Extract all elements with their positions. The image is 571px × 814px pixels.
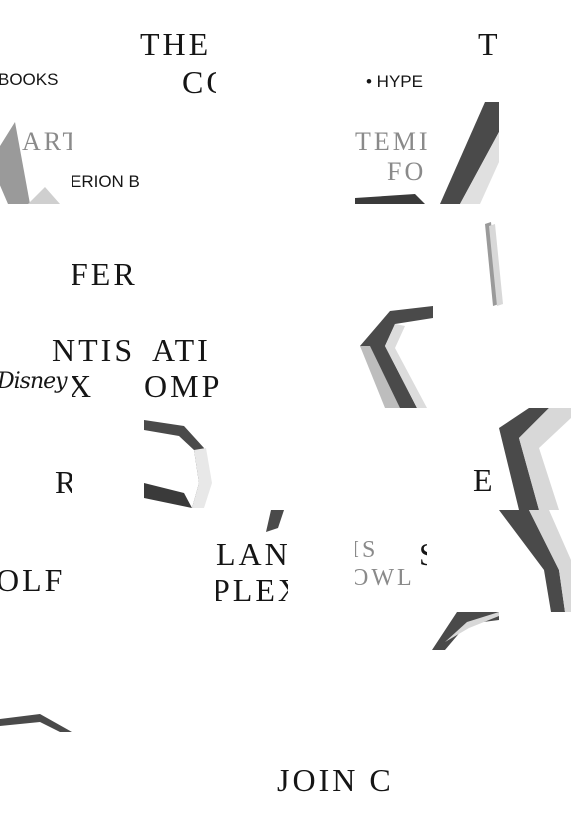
tile-ribbon-right [427,204,571,306]
tile-ribbon-right-low [499,510,571,612]
tile-hype: • HYPE [355,0,499,102]
title-fragment-ati: ATI [152,332,211,368]
tile-t: T [427,0,571,102]
title-fragment-omp: OMP [144,368,223,404]
title-fragment-t: T [478,26,501,62]
tile-e: E [427,408,499,510]
title-fragment-x: X [72,368,95,404]
ribbon-graphic [266,510,284,532]
title-fragment-ntis-left: N [52,332,72,368]
title-fragment-owl: OWL [355,565,415,591]
tile-the-co: THE CO [72,0,216,102]
title-fragment-e: E [473,462,496,498]
title-fragment-r: R [55,464,72,500]
publisher-fragment-hype: • HYPE [366,72,423,91]
ribbon-graphic [499,510,571,612]
tile-ribbon-mid [144,408,288,510]
title-fragment-co: CO [182,64,216,100]
tile-olf: OLF [0,510,72,612]
tile-ribbon-tail [427,612,499,714]
tile-disney: N Disney [0,306,72,408]
title-fragment-fo: FO [387,157,427,186]
publisher-fragment-erion-b: ERION B [72,172,140,191]
ribbon-graphic [485,222,503,306]
title-fragment-join-c: JOIN C [277,762,394,798]
title-fragment-olf: OLF [0,562,66,598]
title-fragment-fer: FER [72,256,138,292]
ribbon-graphic [355,102,499,204]
tile-ribbon-bottom-left [0,714,72,814]
tile-erion: ERION B [72,102,216,204]
tile-books: BOOKS [0,0,72,102]
title-fragment-plex: PLEX [216,572,288,608]
title-fragment-is: IS [355,537,379,563]
ribbon-graphic [360,306,433,408]
title-fragment-ntis: NTIS [72,332,136,368]
title-fragment-the: THE [140,26,212,62]
tile-r: R [0,408,72,510]
ribbon-graphic [0,714,72,732]
tile-temi-fo: TEMI FO [355,102,499,204]
title-fragment-temi: TEMI [355,127,431,156]
tile-ribbon-center [355,306,499,408]
ribbon-graphic [0,122,60,204]
tile-art-ribbon: ART [0,102,72,204]
title-fragment-s: S [419,538,427,570]
tile-lan-plex: LAN PLEX [216,510,288,612]
author-fragment-art: ART [22,127,72,156]
ribbon-graphic [432,612,499,650]
disney-logo: Disney [0,369,68,394]
tile-fer: FER [72,204,216,306]
tile-ati-omp: ATI OMP [144,306,288,408]
ribbon-graphic [144,420,212,508]
publisher-fragment-books: BOOKS [0,70,59,89]
ribbon-graphic [499,408,571,510]
tile-ribbon-edge [499,408,571,510]
tile-ntis-x: NTIS X [72,306,144,408]
tile-is-owl: IS OWL S [355,510,427,612]
tile-join: JOIN C [275,738,427,814]
title-fragment-lan: LAN [216,536,288,572]
